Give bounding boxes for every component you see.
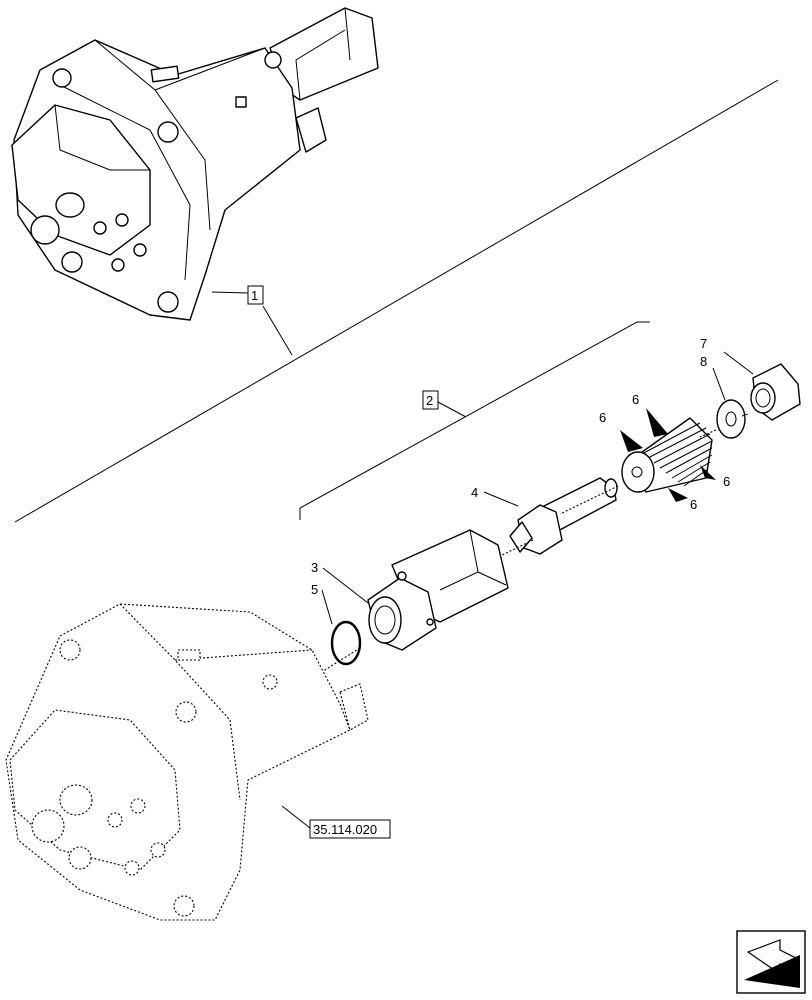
part-6-spring bbox=[620, 408, 716, 502]
callout-2: 2 bbox=[426, 393, 433, 408]
part-3-housing bbox=[367, 529, 509, 651]
part-4-valve bbox=[509, 477, 618, 555]
callout-6c: 6 bbox=[723, 474, 730, 489]
callout-5: 5 bbox=[311, 582, 318, 597]
callout-7: 7 bbox=[700, 336, 707, 351]
upper-pump-assembly bbox=[11, 7, 379, 321]
callout-6d: 6 bbox=[690, 497, 697, 512]
lower-pump-assembly bbox=[5, 603, 369, 921]
back-arrow-icon[interactable] bbox=[736, 930, 806, 994]
callout-6b: 6 bbox=[632, 392, 639, 407]
part-8-washer bbox=[716, 399, 746, 439]
separator-line-2 bbox=[299, 321, 650, 520]
part-7-nut bbox=[750, 363, 801, 421]
page-reference-link[interactable]: 35.114.020 bbox=[313, 822, 377, 837]
callout-6a: 6 bbox=[599, 410, 606, 425]
callout-1: 1 bbox=[251, 288, 258, 303]
callout-8: 8 bbox=[700, 354, 707, 369]
callout-4: 4 bbox=[471, 485, 478, 500]
separator-line-1 bbox=[14, 79, 779, 523]
part-5-oring bbox=[330, 620, 362, 666]
callout-3: 3 bbox=[311, 560, 318, 575]
